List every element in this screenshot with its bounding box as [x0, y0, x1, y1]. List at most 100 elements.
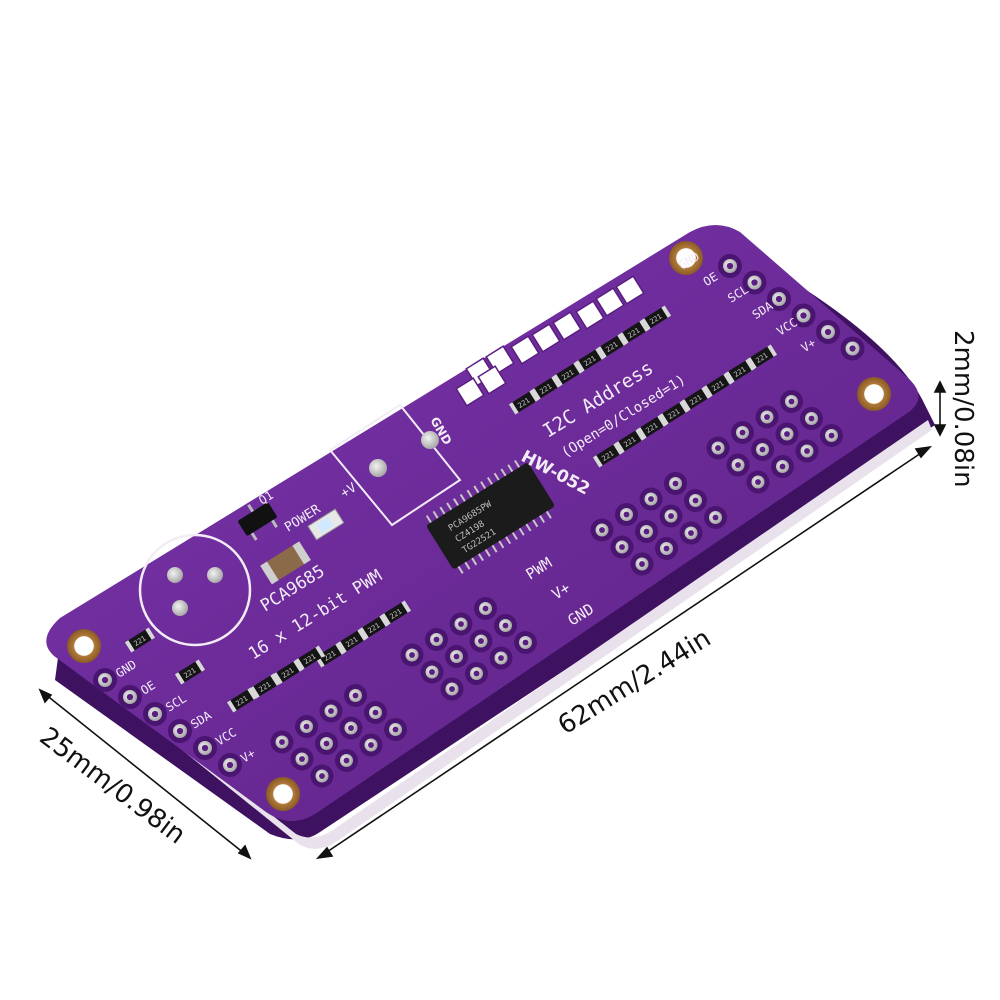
resistor-body [229, 689, 255, 711]
resistor-cap [702, 385, 713, 398]
address-jumpers [455, 275, 645, 407]
servo-pad-hole [672, 480, 679, 487]
resistor-body [683, 388, 709, 410]
right-header-pin-hole [775, 295, 783, 303]
servo-pad-hole [502, 622, 509, 629]
smd-resistor: 221 [174, 659, 206, 685]
left-header-pin-hole [101, 676, 109, 684]
servo-pad-hole [735, 462, 741, 468]
resistor-cap [530, 388, 541, 401]
resistor-cap [614, 441, 625, 454]
resistor-cap [315, 645, 326, 658]
resistor-cap [294, 658, 305, 671]
smd-resistor: 221 [746, 344, 778, 370]
servo-pad-hole [755, 479, 761, 485]
left-header-pin-hole [176, 727, 184, 735]
servo-pad-hole [522, 639, 529, 646]
smd-resistor: 221 [636, 414, 668, 440]
smd-resistor: 221 [640, 305, 672, 331]
smd-resistor: 221 [380, 600, 412, 626]
resistor-body [511, 391, 537, 413]
right-header-pin-hole [824, 328, 832, 336]
servo-pad-hole [715, 445, 721, 451]
power-led [307, 508, 345, 541]
resistor-cap [358, 627, 369, 640]
servo-pad-hole [759, 446, 766, 453]
servo-pad-hole [498, 655, 504, 661]
left-header-pin-hole [151, 710, 159, 718]
resistor-body [275, 661, 301, 683]
servo-pad-hole [449, 686, 455, 692]
resistor-body [177, 661, 203, 683]
resistor-cap [124, 640, 135, 653]
resistor-cap [680, 399, 691, 412]
smd-resistor: 221 [680, 386, 712, 412]
servo-header-pads [270, 390, 843, 788]
right-header-pins [718, 254, 865, 361]
resistor-cap [746, 357, 757, 370]
resistor-body [749, 346, 775, 368]
resistor-cap [380, 613, 391, 626]
left-header-pin-hole [201, 744, 209, 752]
smd-resistors: 2212212212212212212212212212212212212212… [124, 305, 778, 713]
servo-pad-hole [712, 514, 719, 521]
left-header-pin-hole [226, 761, 234, 769]
resistor-body [339, 630, 365, 652]
resistor-body [555, 363, 581, 385]
resistor-body [727, 360, 753, 382]
resistor-body [643, 307, 669, 329]
resistor-cap [552, 374, 563, 387]
right-header-pin-hole [726, 262, 734, 270]
resistor-cap [658, 413, 669, 426]
servo-pad-hole [808, 415, 815, 422]
servo-pad-hole [619, 544, 625, 550]
resistor-body [533, 377, 559, 399]
right-header-pin-hole [849, 345, 856, 352]
servo-pad-hole [668, 513, 674, 519]
resistor-cap [596, 346, 607, 359]
resistor-cap [247, 687, 258, 700]
resistor-body [317, 644, 343, 666]
servo-pad-hole [409, 652, 415, 658]
servo-pad-hole [453, 653, 460, 660]
resistor-body [252, 675, 278, 697]
servo-pad-hole [299, 756, 305, 762]
servo-pad-hole [599, 527, 605, 533]
servo-pad-hole [648, 496, 654, 502]
transistor-q1 [238, 502, 278, 541]
resistor-body [661, 402, 687, 424]
resistor-body [127, 629, 153, 651]
resistor-cap [270, 673, 281, 686]
smd-resistor: 221 [249, 673, 281, 699]
resistor-body [705, 374, 731, 396]
servo-pad-hole [663, 545, 670, 552]
servo-pad-hole [473, 670, 480, 677]
resistor-cap [724, 371, 735, 384]
left-pin-label: V+ [238, 746, 258, 766]
smd-resistor: 221 [508, 389, 540, 415]
servo-pad-hole [688, 530, 694, 536]
left-header-pin-hole [126, 693, 134, 701]
smd-capacitor [260, 541, 311, 585]
resistor-cap [636, 427, 647, 440]
resistor-cap [574, 360, 585, 373]
resistor-body [639, 416, 665, 438]
servo-pad-hole [692, 497, 699, 504]
servo-pad-hole [348, 725, 354, 731]
smd-resistor: 221 [124, 627, 156, 653]
mounting-holes [67, 241, 891, 811]
servo-pad-hole [323, 740, 330, 747]
resistor-body [297, 647, 323, 669]
servo-pad-hole [779, 463, 786, 470]
resistor-body [595, 444, 621, 466]
servo-pad-hole [828, 432, 835, 439]
servo-pad-hole [343, 757, 350, 764]
servo-pad-hole [392, 726, 399, 733]
servo-pad-hole [372, 709, 379, 716]
servo-pad-hole [482, 605, 489, 612]
left-header-pins [93, 668, 242, 777]
servo-pad-hole [788, 398, 795, 405]
servo-pad-hole [433, 636, 440, 643]
pca9685-chip: PCA9685PW CZ4198 TG22521 [425, 459, 555, 574]
servo-pad-hole [643, 528, 650, 535]
